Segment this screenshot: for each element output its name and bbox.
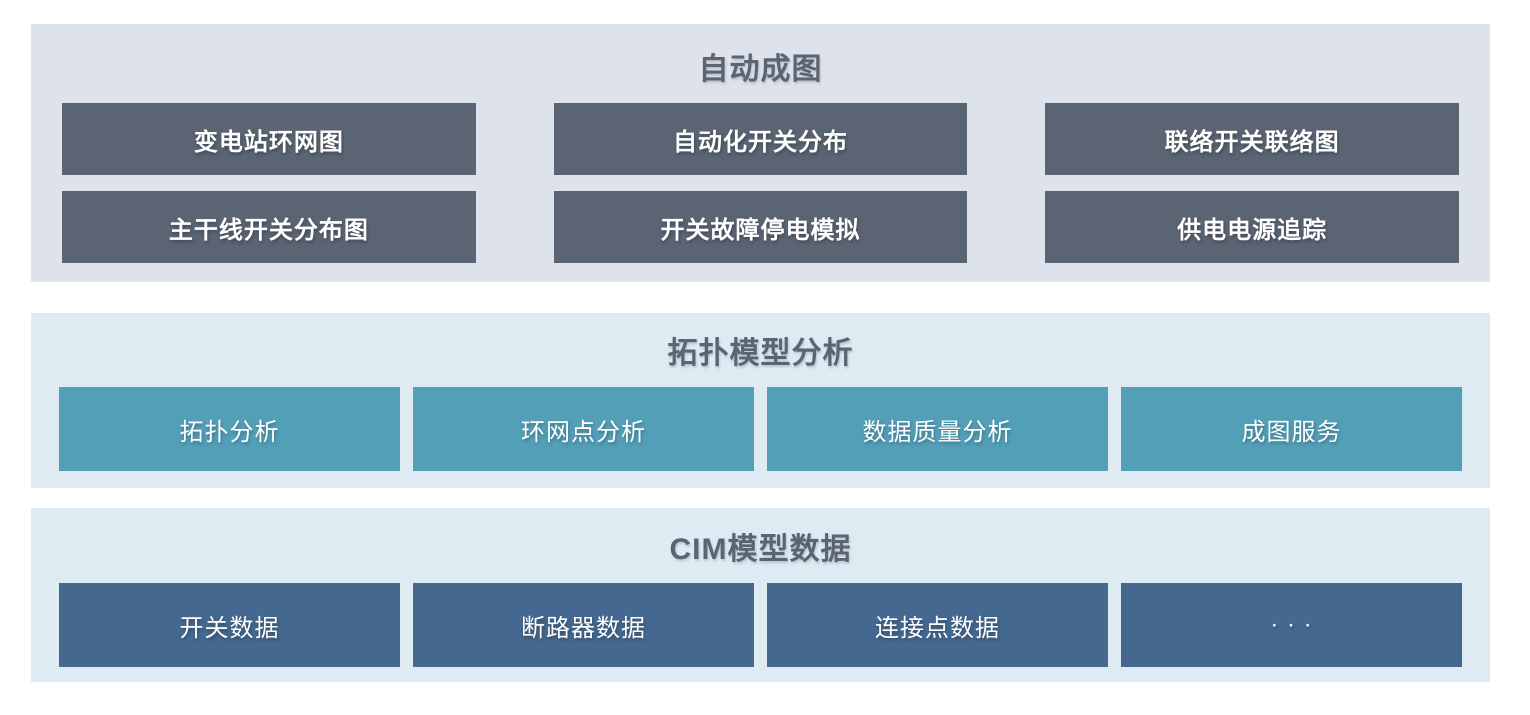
module-automated-switch-distribution: 自动化开关分布 [553,103,968,175]
layer-title-topology-analysis: 拓扑模型分析 [667,337,854,370]
layer-title-cim-model-data: CIM模型数据 [669,533,852,566]
data-switch-data: 开关数据 [59,583,400,667]
module-topology-analysis: 拓扑分析 [59,387,400,471]
module-tie-switch-connection-diagram: 联络开关联络图 [1045,103,1459,175]
module-trunk-line-switch-distribution: 主干线开关分布图 [62,191,476,263]
module-ring-point-analysis: 环网点分析 [413,387,754,471]
data-more-ellipsis: · · · [1121,583,1462,667]
layer-auto-drawing: 自动成图 变电站环网图 自动化开关分布 联络开关联络图 主干线开关分布图 开关故… [31,24,1490,282]
data-breaker-data: 断路器数据 [413,583,754,667]
module-data-quality-analysis: 数据质量分析 [767,387,1108,471]
module-switch-fault-outage-simulation: 开关故障停电模拟 [553,191,968,263]
data-connection-point-data: 连接点数据 [767,583,1108,667]
layer-cim-model-data: CIM模型数据 开关数据 断路器数据 连接点数据 · · · [31,508,1490,682]
auto-drawing-grid: 变电站环网图 自动化开关分布 联络开关联络图 主干线开关分布图 开关故障停电模拟… [31,103,1490,263]
cim-grid: 开关数据 断路器数据 连接点数据 · · · [31,583,1490,667]
module-power-supply-source-tracing: 供电电源追踪 [1045,191,1459,263]
layer-title-auto-drawing: 自动成图 [698,53,823,86]
module-diagram-generation-service: 成图服务 [1121,387,1462,471]
topology-grid: 拓扑分析 环网点分析 数据质量分析 成图服务 [31,387,1490,471]
layer-topology-model-analysis: 拓扑模型分析 拓扑分析 环网点分析 数据质量分析 成图服务 [31,313,1490,488]
module-substation-ring-diagram: 变电站环网图 [62,103,476,175]
